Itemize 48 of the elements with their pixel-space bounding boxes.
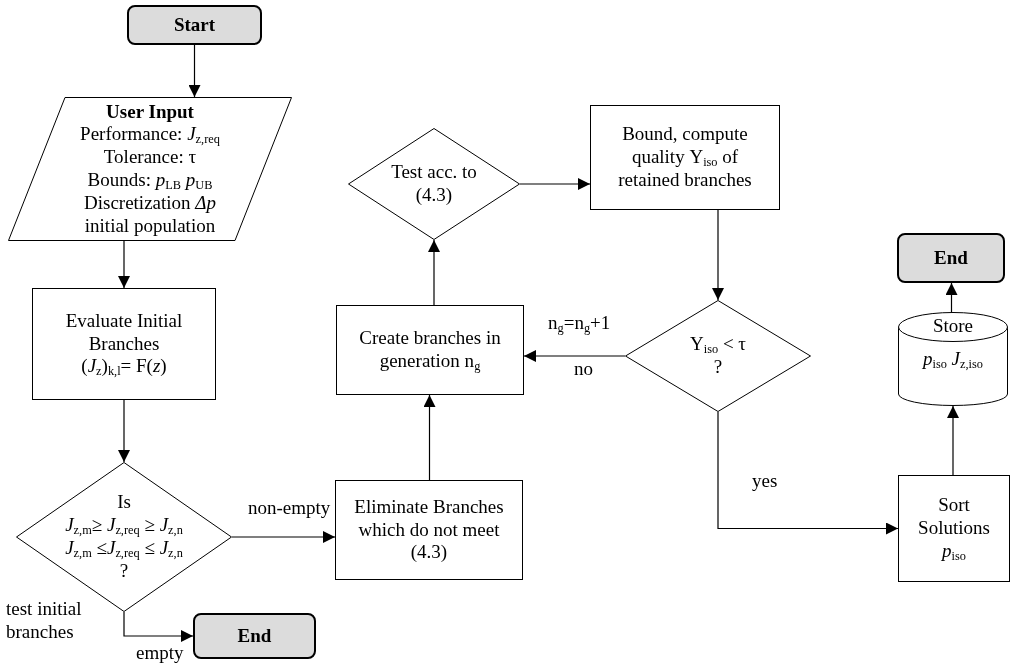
arrow (423, 394, 436, 481)
node-text: Create branches in generation n$_{g}$ (358, 327, 502, 373)
node-text: J$_{z,m}$ ≤J$_{z,req}$ ≤ J$_{z,n}$ (65, 537, 183, 560)
arrow (231, 531, 336, 543)
process-box (335, 480, 523, 580)
node-text: Bound, compute quality Υ$_{iso}$ of retained branches (617, 123, 753, 192)
arrow (188, 44, 201, 98)
node-heading: Store (932, 315, 974, 338)
node-text: Start (173, 13, 216, 37)
node-heading: Is (117, 491, 131, 515)
terminal-box (897, 233, 1005, 283)
arrow (118, 399, 130, 463)
node-text: Discretization Δp (84, 191, 216, 215)
arrow (123, 611, 194, 642)
process-box (336, 305, 524, 395)
node-text: ? (713, 356, 723, 379)
arrow (712, 209, 724, 301)
arrow (947, 405, 959, 476)
node-text: p$_{iso}$ (942, 539, 966, 563)
node-text: initial population (84, 214, 216, 238)
node-text: End (237, 624, 272, 648)
node-text: p$_{iso}$ J$_{z,iso}$ (922, 347, 984, 371)
arrow (118, 240, 130, 289)
storage-cylinder (898, 312, 1008, 406)
node-heading: User Input (106, 100, 194, 124)
arrow (717, 411, 899, 535)
node-text: (J$_{z}$)$_{k,l}$= F(z) (81, 355, 167, 379)
node-text: Eliminate Branches which do not meet (4.3) (353, 495, 505, 565)
process-box (898, 475, 1010, 582)
arrow (519, 178, 591, 190)
process-box (32, 288, 216, 400)
node-text: Bounds: p$_{LB}$ p$_{UB}$ (87, 169, 213, 192)
arrow (523, 350, 626, 362)
node-heading: Υ$_{iso}$ < τ (690, 333, 746, 356)
node-text: Tolerance: τ (103, 146, 197, 169)
decision-diamond (625, 300, 811, 412)
input-parallelogram (8, 97, 292, 241)
node-text: ? (119, 559, 129, 583)
decision-diamond (348, 128, 520, 240)
node-text: End (934, 246, 968, 270)
process-box (590, 105, 780, 210)
node-text: J$_{z,m}$≥ J$_{z,req}$ ≥ J$_{z,n}$ (65, 514, 183, 537)
node-text: Test acc. to (4.3) (390, 161, 478, 207)
node-text: Performance: J$_{z,req}$ (80, 123, 220, 147)
terminal-box (127, 5, 262, 45)
arrow (428, 239, 440, 306)
arrow (945, 282, 958, 313)
terminal-box (193, 613, 316, 659)
